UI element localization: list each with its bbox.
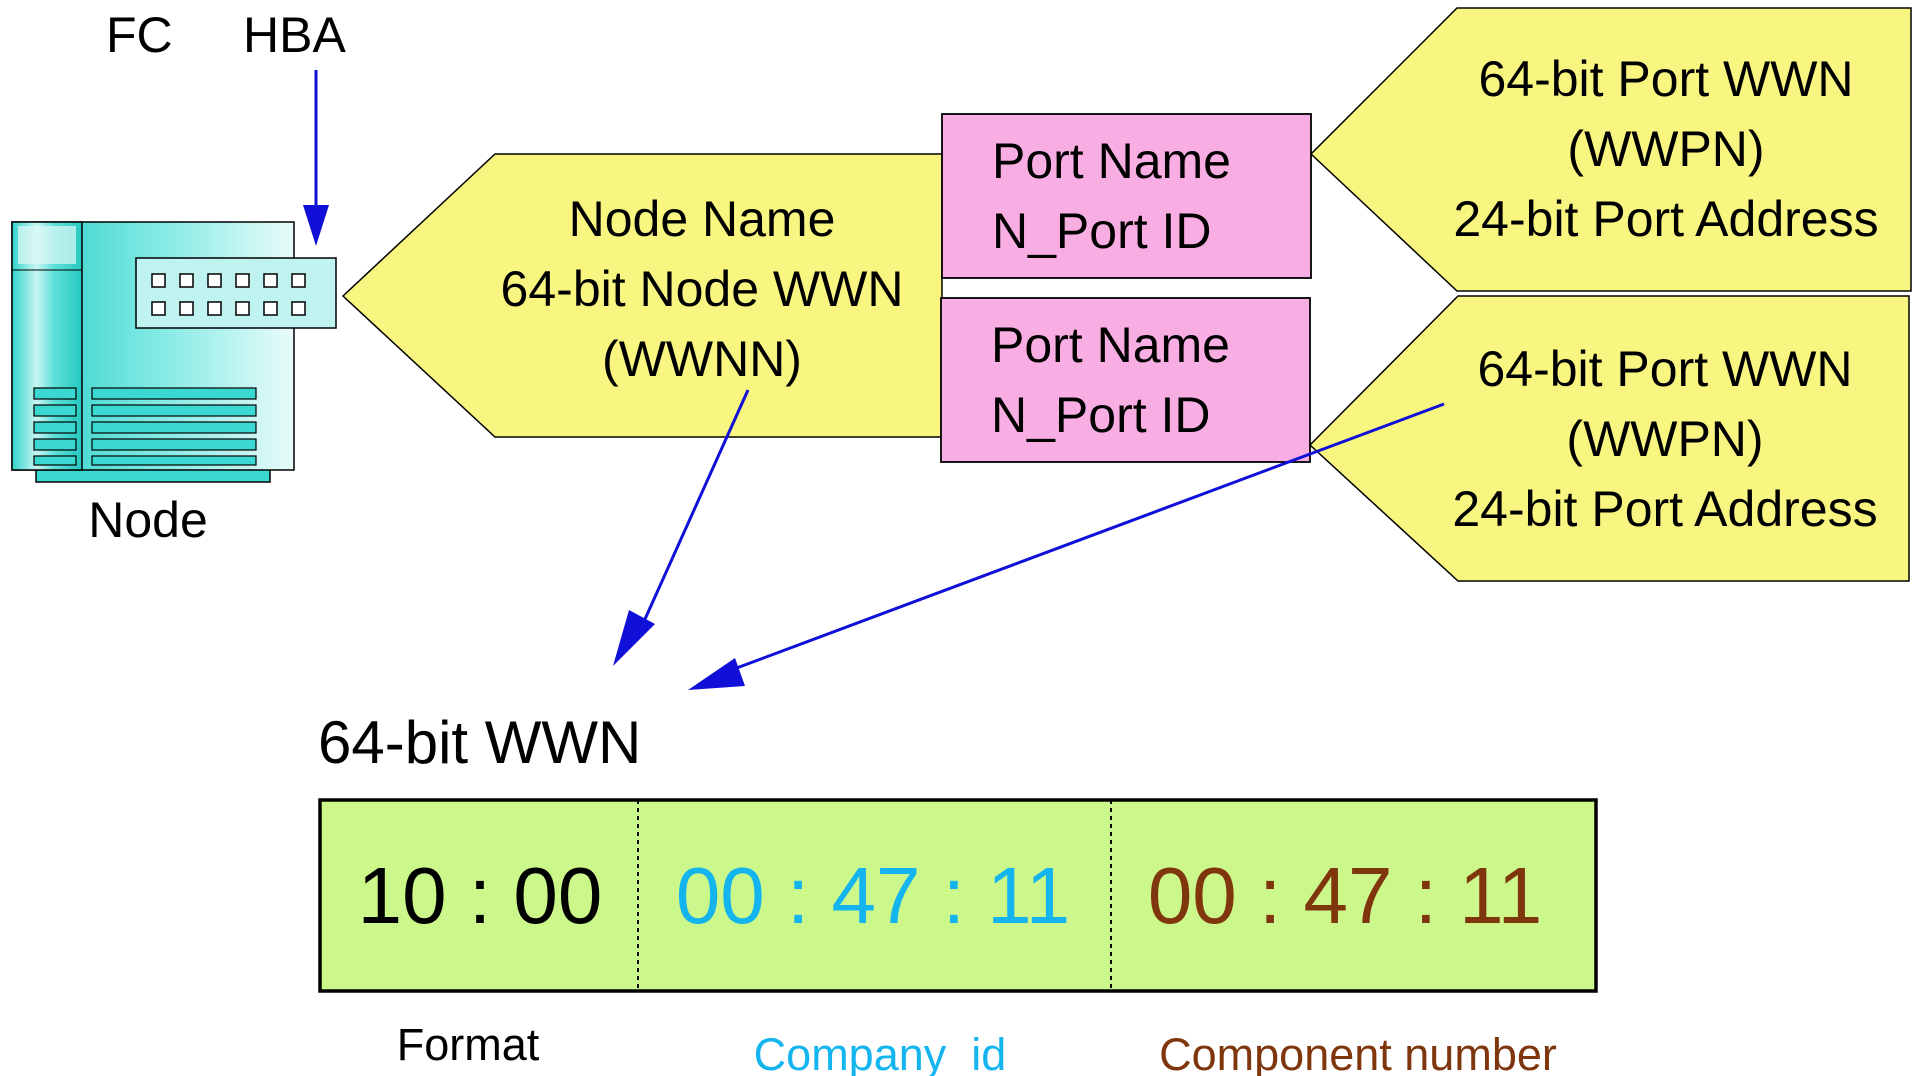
wwn-title: 64-bit WWN — [318, 709, 641, 776]
component-value: 00 : 47 : 11 — [1148, 851, 1542, 940]
port-2-wwn-line3: 24-bit Port Address — [1452, 481, 1877, 537]
port-box-1 — [941, 113, 1312, 279]
format-label: Format — [397, 1019, 540, 1070]
port-1-wwn-line3: 24-bit Port Address — [1453, 191, 1878, 247]
node-label: Node — [88, 492, 208, 548]
hba-label: HBA — [243, 7, 346, 63]
wwn-field-box — [318, 798, 1598, 993]
hba-card-icon — [135, 257, 337, 329]
port-2-wwn-callout — [1308, 295, 1910, 582]
wwpn-arrow — [688, 402, 1445, 690]
port-1-name: Port Name — [992, 133, 1231, 189]
wwnn-text: (WWNN) — [602, 331, 802, 387]
wwnn-arrow — [613, 389, 750, 666]
port-2-name: Port Name — [991, 317, 1230, 373]
port-2-wwn-line1: 64-bit Port WWN — [1477, 341, 1852, 397]
node-name-text: Node Name — [569, 191, 836, 247]
company-value: 00 : 47 : 11 — [676, 851, 1070, 940]
port-box-2 — [940, 297, 1311, 463]
company-label: Company_id — [754, 1029, 1007, 1076]
hba-arrow — [303, 70, 329, 246]
format-value: 10 : 00 — [358, 851, 603, 940]
port-1-wwn-line1: 64-bit Port WWN — [1478, 51, 1853, 107]
node-wwn-text: 64-bit Node WWN — [501, 261, 904, 317]
port-2-id: N_Port ID — [991, 387, 1211, 443]
component-label: Component number — [1159, 1029, 1557, 1076]
port-1-wwn-line2: (WWPN) — [1567, 121, 1764, 177]
port-1-id: N_Port ID — [992, 203, 1212, 259]
port-2-wwn-line2: (WWPN) — [1566, 411, 1763, 467]
fc-label: FC — [106, 7, 173, 63]
port-1-wwn-callout — [1309, 7, 1912, 292]
